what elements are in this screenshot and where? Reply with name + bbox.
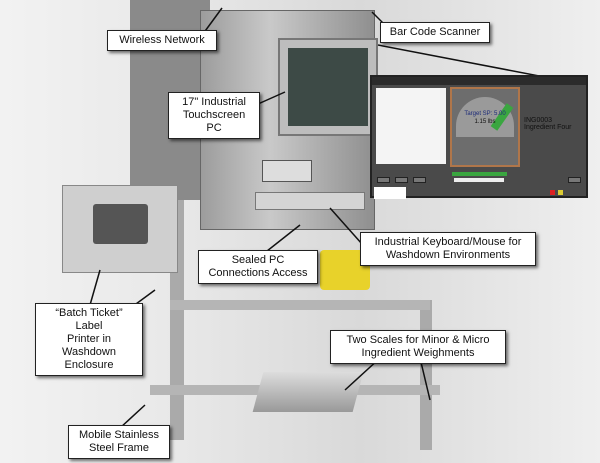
callout-keyboard-mouse: Industrial Keyboard/Mouse for Washdown E… [360, 232, 536, 266]
callout-pc-connections: Sealed PC Connections Access [198, 250, 318, 284]
screen-button[interactable] [568, 177, 581, 183]
screen-button[interactable] [377, 177, 390, 183]
ingredient-list [376, 88, 446, 164]
current-weight: 1.15 lbs [474, 119, 496, 125]
progress-track [454, 178, 504, 182]
callout-bar-code-scanner: Bar Code Scanner [380, 22, 490, 43]
frame-rail [170, 300, 430, 310]
app-title-bar [372, 77, 586, 85]
printer-inset-photo [62, 185, 178, 273]
callout-touchscreen-pc: 17" Industrial Touchscreen PC [168, 92, 260, 139]
message-box [374, 187, 406, 199]
ingredient-info: ING0003 Ingredient Four [524, 89, 584, 131]
screen-button[interactable] [395, 177, 408, 183]
callout-label-printer: “Batch Ticket” Label Printer in Washdown… [35, 303, 143, 376]
scale-gauge: Target SP: 5.00 1.15 lbs [450, 87, 520, 167]
ingredient-code: ING0003 [524, 117, 553, 124]
callout-frame: Mobile Stainless Steel Frame [68, 425, 170, 459]
keyboard [255, 192, 365, 210]
screen-button[interactable] [413, 177, 426, 183]
target-setpoint: Target SP: 5.00 [464, 111, 506, 117]
touchscreen-inset: Target SP: 5.00 1.15 lbs ING0003 Ingredi… [370, 75, 588, 199]
indicator-panel [262, 160, 312, 182]
callout-scales: Two Scales for Minor & Micro Ingredient … [330, 330, 506, 364]
red-indicator [550, 190, 555, 195]
ingredient-name: Ingredient Four [524, 124, 572, 131]
callout-wireless-network: Wireless Network [107, 30, 217, 51]
progress-bar [452, 172, 507, 176]
yellow-indicator [558, 190, 563, 195]
